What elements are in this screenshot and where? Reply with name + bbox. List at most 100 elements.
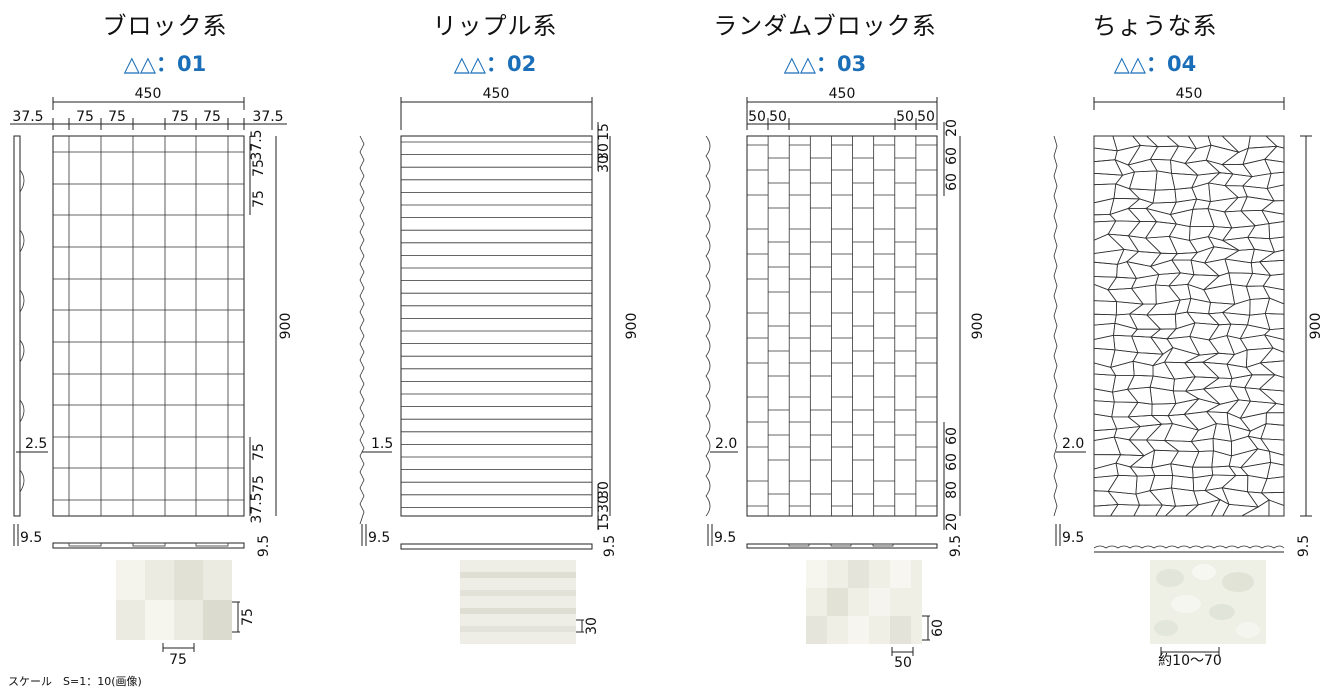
stone-cell <box>1115 462 1138 477</box>
sample-photo <box>116 560 232 640</box>
panel-title: リップル系 <box>432 12 558 40</box>
stone-cell <box>1128 423 1163 441</box>
stone-cell <box>1127 401 1153 418</box>
stone-cell <box>1113 322 1139 337</box>
panel-title: ブロック系 <box>102 12 228 40</box>
dim-side-right: 37.5 <box>252 109 283 125</box>
stone-cell <box>1164 504 1200 517</box>
stone-cell <box>1260 438 1285 456</box>
stone-cell <box>1186 311 1221 326</box>
stone-cell <box>1145 299 1181 316</box>
stone-cell <box>1188 236 1215 253</box>
panel-title: ランダムブロック系 <box>713 12 937 40</box>
stone-cell <box>1149 386 1177 405</box>
dim-right-top-3: 75 <box>251 190 267 208</box>
dim-right-top-1: 37.5 <box>249 129 265 160</box>
stone-cell <box>1155 272 1182 287</box>
stone-cell <box>1207 135 1241 153</box>
stone-cell <box>1266 461 1285 480</box>
stone-cell <box>1116 261 1138 279</box>
stone-cell <box>1263 334 1285 353</box>
stone-cell <box>1110 360 1135 376</box>
chouna-texture <box>1093 135 1285 517</box>
stone-cell <box>1093 347 1116 368</box>
dim-right-bottom-3: 15 <box>596 513 612 531</box>
dim-width: 450 <box>483 86 510 102</box>
dim-cell-b: 75 <box>108 109 126 125</box>
dim-right-top-3: 60 <box>944 173 960 191</box>
dim-width: 450 <box>135 86 162 102</box>
stone-cell <box>1268 499 1285 517</box>
stone-cell <box>1093 300 1118 316</box>
stone-cell <box>1115 454 1146 468</box>
stone-cell <box>1187 135 1212 150</box>
dim-thickness-right: 9.5 <box>602 535 618 557</box>
stone-cell <box>1107 490 1141 506</box>
stone-cell <box>1128 170 1158 191</box>
dim-right-top-2: 75 <box>251 159 267 177</box>
drawing-ripple: 450 1.5 15 30 30 900 30 30 15 9.5 9.5 <box>359 86 640 644</box>
stone-cell <box>1107 220 1141 237</box>
stone-cell <box>1189 208 1215 228</box>
sample-dim-vertical: 60 <box>930 619 946 637</box>
stone-cell <box>1167 413 1200 431</box>
stone-cell <box>1174 187 1198 203</box>
stone-cell <box>1266 184 1285 202</box>
stone-cell <box>1244 374 1276 390</box>
panel-code: △△：01 <box>123 52 207 76</box>
drawing-chouna: 450 2.0 900 9.5 9.5 <box>1053 86 1320 669</box>
stone-cell <box>1127 158 1158 173</box>
dim-right-top-1: 15 <box>596 123 612 141</box>
dim-right-top-2: 60 <box>944 147 960 165</box>
panel-chouna: ちょうな系 △△：04 450 2.0 900 9.5 9.5 <box>990 0 1320 691</box>
ripple-frame <box>400 135 593 517</box>
stone-cell <box>1126 386 1153 405</box>
stone-cell <box>1131 335 1164 355</box>
sample-dim-horizontal: 75 <box>169 652 187 668</box>
stone-cell <box>1093 261 1118 278</box>
stone-cell <box>1223 185 1248 198</box>
stone-cell <box>1190 438 1214 452</box>
block-grid <box>52 135 245 517</box>
dim-width: 450 <box>1176 86 1203 102</box>
stone-cell <box>1259 347 1285 364</box>
stone-cell <box>1189 335 1220 356</box>
panel-code: △△：03 <box>783 52 867 76</box>
dim-thickness-left: 9.5 <box>714 530 736 546</box>
stone-cell <box>1249 297 1271 316</box>
stone-cell <box>1128 313 1162 330</box>
stone-cell <box>1260 476 1285 494</box>
stone-cell <box>1263 327 1285 341</box>
stone-cell <box>1151 463 1174 476</box>
stone-cell <box>1168 283 1192 301</box>
dim-side-left: 37.5 <box>12 109 43 125</box>
stone-cell <box>1155 284 1181 305</box>
stone-cell <box>1264 297 1285 315</box>
stone-cell <box>1210 499 1230 517</box>
stone-cell <box>1269 450 1285 466</box>
dim-cell-d: 50 <box>917 109 935 125</box>
stone-cell <box>1226 412 1252 432</box>
stone-cell <box>1093 490 1119 507</box>
stone-cell <box>1208 301 1236 315</box>
stone-cell <box>1245 285 1271 300</box>
random-block-grid <box>746 135 938 517</box>
stone-cell <box>1145 439 1180 452</box>
stone-cell <box>1155 504 1177 517</box>
stone-cell <box>1168 235 1198 255</box>
stone-cell <box>1183 361 1221 379</box>
dim-height: 900 <box>970 313 986 340</box>
stone-cell <box>1115 301 1145 316</box>
sample-dim-vertical: 75 <box>240 608 256 626</box>
stone-cell <box>1186 298 1211 315</box>
dim-right-bottom-2: 75 <box>251 475 267 493</box>
stone-cell <box>1130 284 1157 305</box>
stone-cell <box>1127 207 1158 223</box>
stone-cell <box>1265 412 1285 426</box>
stone-cell <box>1163 440 1200 452</box>
stone-cell <box>1221 312 1251 326</box>
stone-cell <box>1183 411 1218 431</box>
stone-cell <box>1112 388 1139 403</box>
stone-cell <box>1264 313 1285 331</box>
stone-cell <box>1129 449 1156 469</box>
